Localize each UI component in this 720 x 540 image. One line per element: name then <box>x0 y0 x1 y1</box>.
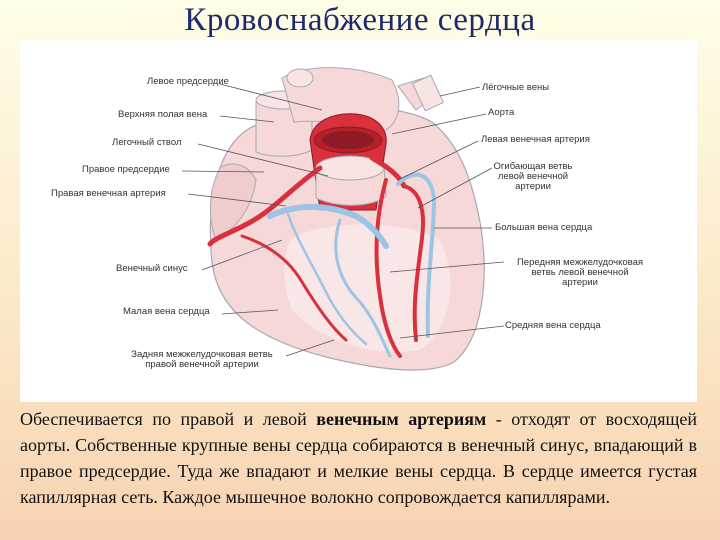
leader-lines <box>181 83 505 357</box>
label-posterior-interventricular-2: правой венечной артерии <box>145 359 259 370</box>
ventricle-area <box>284 224 451 352</box>
left-coronary-artery-path <box>369 155 407 189</box>
label-right-atrium: Правое предсердие <box>82 164 170 175</box>
middle-cardiac-vein-path <box>334 218 392 358</box>
right-coronary-artery-path <box>207 165 323 247</box>
label-circumflex-3: артерии <box>515 181 551 192</box>
label-right-coronary-artery: Правая венечная артерия <box>51 188 166 199</box>
description-part-2: - отходят от восходящей аорты. Собственн… <box>20 409 697 507</box>
small-cardiac-vein-path <box>286 212 368 346</box>
label-posterior-interventricular-1: Задняя межжелудочковая ветвь <box>131 349 273 360</box>
label-pulmonary-trunk: Легочный ствол <box>112 137 182 148</box>
label-coronary-sinus: Венечный синус <box>116 263 188 274</box>
description-bold-term: венечным артериям <box>316 409 487 429</box>
pulmonary-vein-opening-left <box>286 68 314 88</box>
description-part-1: Обеспечивается по правой и левой <box>20 409 317 429</box>
label-middle-cardiac-vein: Средняя вена сердца <box>505 320 601 331</box>
label-anterior-interventricular-2: ветвь левой венечной <box>531 267 629 278</box>
anterior-interventricular-artery-path <box>374 178 402 358</box>
label-aorta: Аорта <box>488 107 515 118</box>
label-circumflex-2: левой венечной <box>497 171 569 182</box>
label-left-coronary-artery: Левая венечная артерия <box>481 134 590 145</box>
page-title: Кровоснабжение сердца <box>184 2 536 38</box>
label-left-atrium-top: Левое предсердие <box>147 76 229 87</box>
aorta-lumen <box>322 131 374 149</box>
pulmonary-vein-opening-right <box>411 74 445 112</box>
heart-diagram: Левое предсердие Верхняя полая вена Лего… <box>20 40 697 402</box>
label-superior-vena-cava: Верхняя полая вена <box>118 109 208 120</box>
label-small-cardiac-vein: Малая вена сердца <box>123 306 210 317</box>
posterior-interventricular-artery-path <box>240 234 348 342</box>
circumflex-artery-path <box>402 184 425 342</box>
great-cardiac-vein-path <box>396 172 437 338</box>
heart-illustration <box>181 67 505 371</box>
label-anterior-interventricular-1: Передняя межжелудочковая <box>516 257 644 268</box>
coronary-sinus-path <box>267 204 389 249</box>
label-circumflex-1: Огибающая ветвь <box>493 161 573 172</box>
right-atrium-shape <box>209 163 257 241</box>
label-anterior-interventricular-3: артерии <box>562 277 598 288</box>
description-paragraph: Обеспечивается по правой и левой венечны… <box>20 406 697 510</box>
label-great-cardiac-vein: Большая вена сердца <box>495 222 593 233</box>
label-pulmonary-veins: Лёгочные вены <box>482 82 550 93</box>
